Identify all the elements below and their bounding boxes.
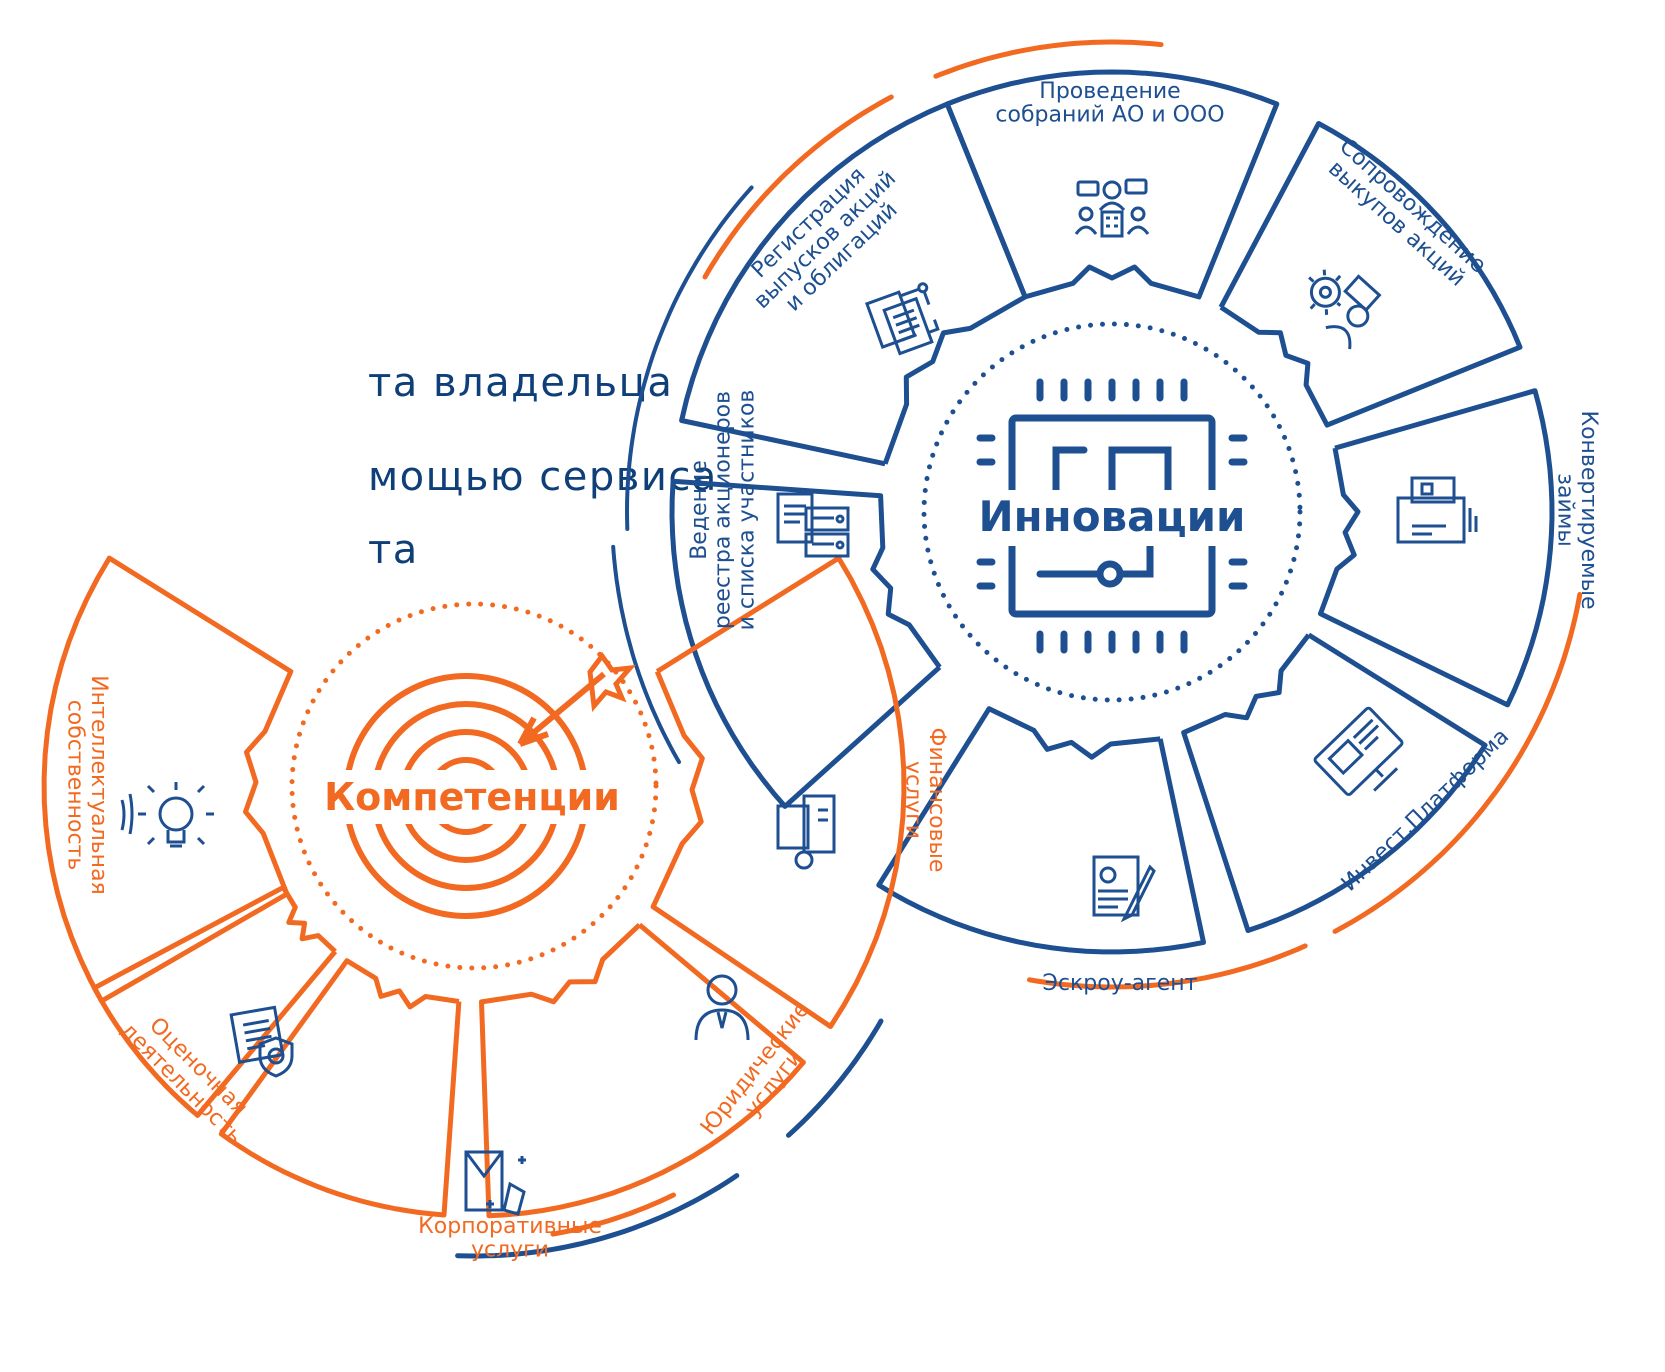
header-line-2: мощью сервиса [368,454,718,500]
innovations-sector-escrow [876,706,1206,955]
innovations-label-buyback: Сопровождениевыкупов акций [1318,134,1490,296]
arc-blue-bottom [455,1173,740,1259]
competencies-label-intellectual-property-line-2: собственность [62,700,87,871]
competencies-sector-legal-services [479,922,806,1219]
competencies-sector-corporate-services [218,958,462,1218]
competencies-title: Компетенции [324,775,620,819]
innovations-sector-issue-registration [679,101,1028,467]
printer-icon [1396,476,1478,544]
innovations-title-bg [1004,490,1220,546]
competencies-label-legal-services: Юридическиеуслуги [696,997,834,1154]
header-line-3: та [368,527,419,573]
competencies-label-financial-services: Финансовыеуслуги [900,728,949,873]
suit-tie-icon [464,1150,528,1216]
competencies-label-intellectual-property: Интеллектуальнаясобственность [62,675,111,895]
arc-blue-left [624,185,754,531]
innovations-sector-convertible-loans [1318,388,1555,708]
arc-orange-bottom-right [550,1192,676,1237]
meeting-people-icon [1074,178,1150,238]
competencies-title-bg [326,770,618,824]
innovations-label-convertible-loans: Конвертируемыезаймы [1552,410,1601,609]
innovations-label-meetings-line-1: Проведение [1039,79,1180,104]
competencies-sectors [41,555,907,1219]
competencies-label-valuation: Оценочнаядеятельность [116,1001,264,1149]
innovations-label-convertible-loans-line-1: Конвертируемые [1576,410,1601,609]
competencies-label-corporate-services-line-1: Корпоративные [418,1214,602,1239]
innovations-label-registry-line-3: и списка участников [734,390,759,631]
innovations-label-registry-line-1: Ведение [687,460,712,560]
competencies-dotted-ring [289,601,659,971]
competencies-label-financial-services-line-2: услуги [900,761,925,839]
competencies-label-intellectual-property-line-1: Интеллектуальная [86,675,111,895]
competencies-sector-intellectual-property [41,555,294,1004]
gear-person-icon [1290,250,1392,351]
innovations-label-buyback-line-1: Сопровождение [1334,134,1490,278]
decorative-arcs [455,39,1583,1259]
arc-blue-right [786,1018,884,1138]
innovations-label-meetings-line-2: собраний АО и ООО [995,103,1224,128]
issue-documents-icon [865,281,947,360]
cashier-icon [776,794,836,870]
innovations-label-registry: Ведениереестра акционерови списка участн… [687,390,760,631]
innovations-title: Инновации [979,492,1246,541]
innovations-label-registry-line-2: реестра акционеров [711,391,736,629]
innovations-label-convertible-loans-line-2: займы [1552,473,1577,546]
competencies-label-corporate-services-line-2: услуги [471,1238,549,1263]
arc-blue-left-lower [611,544,681,764]
innovations-label-escrow: Эскроу-агент [1043,971,1198,996]
arc-orange-top-left [702,94,894,280]
competencies-sector-valuation [91,884,338,1118]
innovations-sector-buyback [1218,121,1523,428]
innovations-sector-registry [669,478,942,809]
arc-orange-right [1332,592,1583,934]
competencies-sector-financial-services [650,555,907,1029]
header-line-1: та владельца [368,360,674,406]
innovations-sector-meetings [944,69,1280,300]
lightbulb-icon [120,780,216,848]
arc-orange-top [933,39,1164,79]
innovations-dotted-ring [921,321,1303,703]
innovations-sector-invest-platform [1181,632,1488,933]
arc-orange-bottom [1027,943,1308,990]
monitor-icon [1312,705,1415,808]
innovations-sectors [669,69,1555,955]
escrow-document-icon [1092,855,1156,921]
registry-server-icon [776,492,850,558]
innovations-label-escrow-line-1: Эскроу-агент [1043,971,1198,996]
competencies-label-financial-services-line-1: Финансовые [924,728,949,873]
